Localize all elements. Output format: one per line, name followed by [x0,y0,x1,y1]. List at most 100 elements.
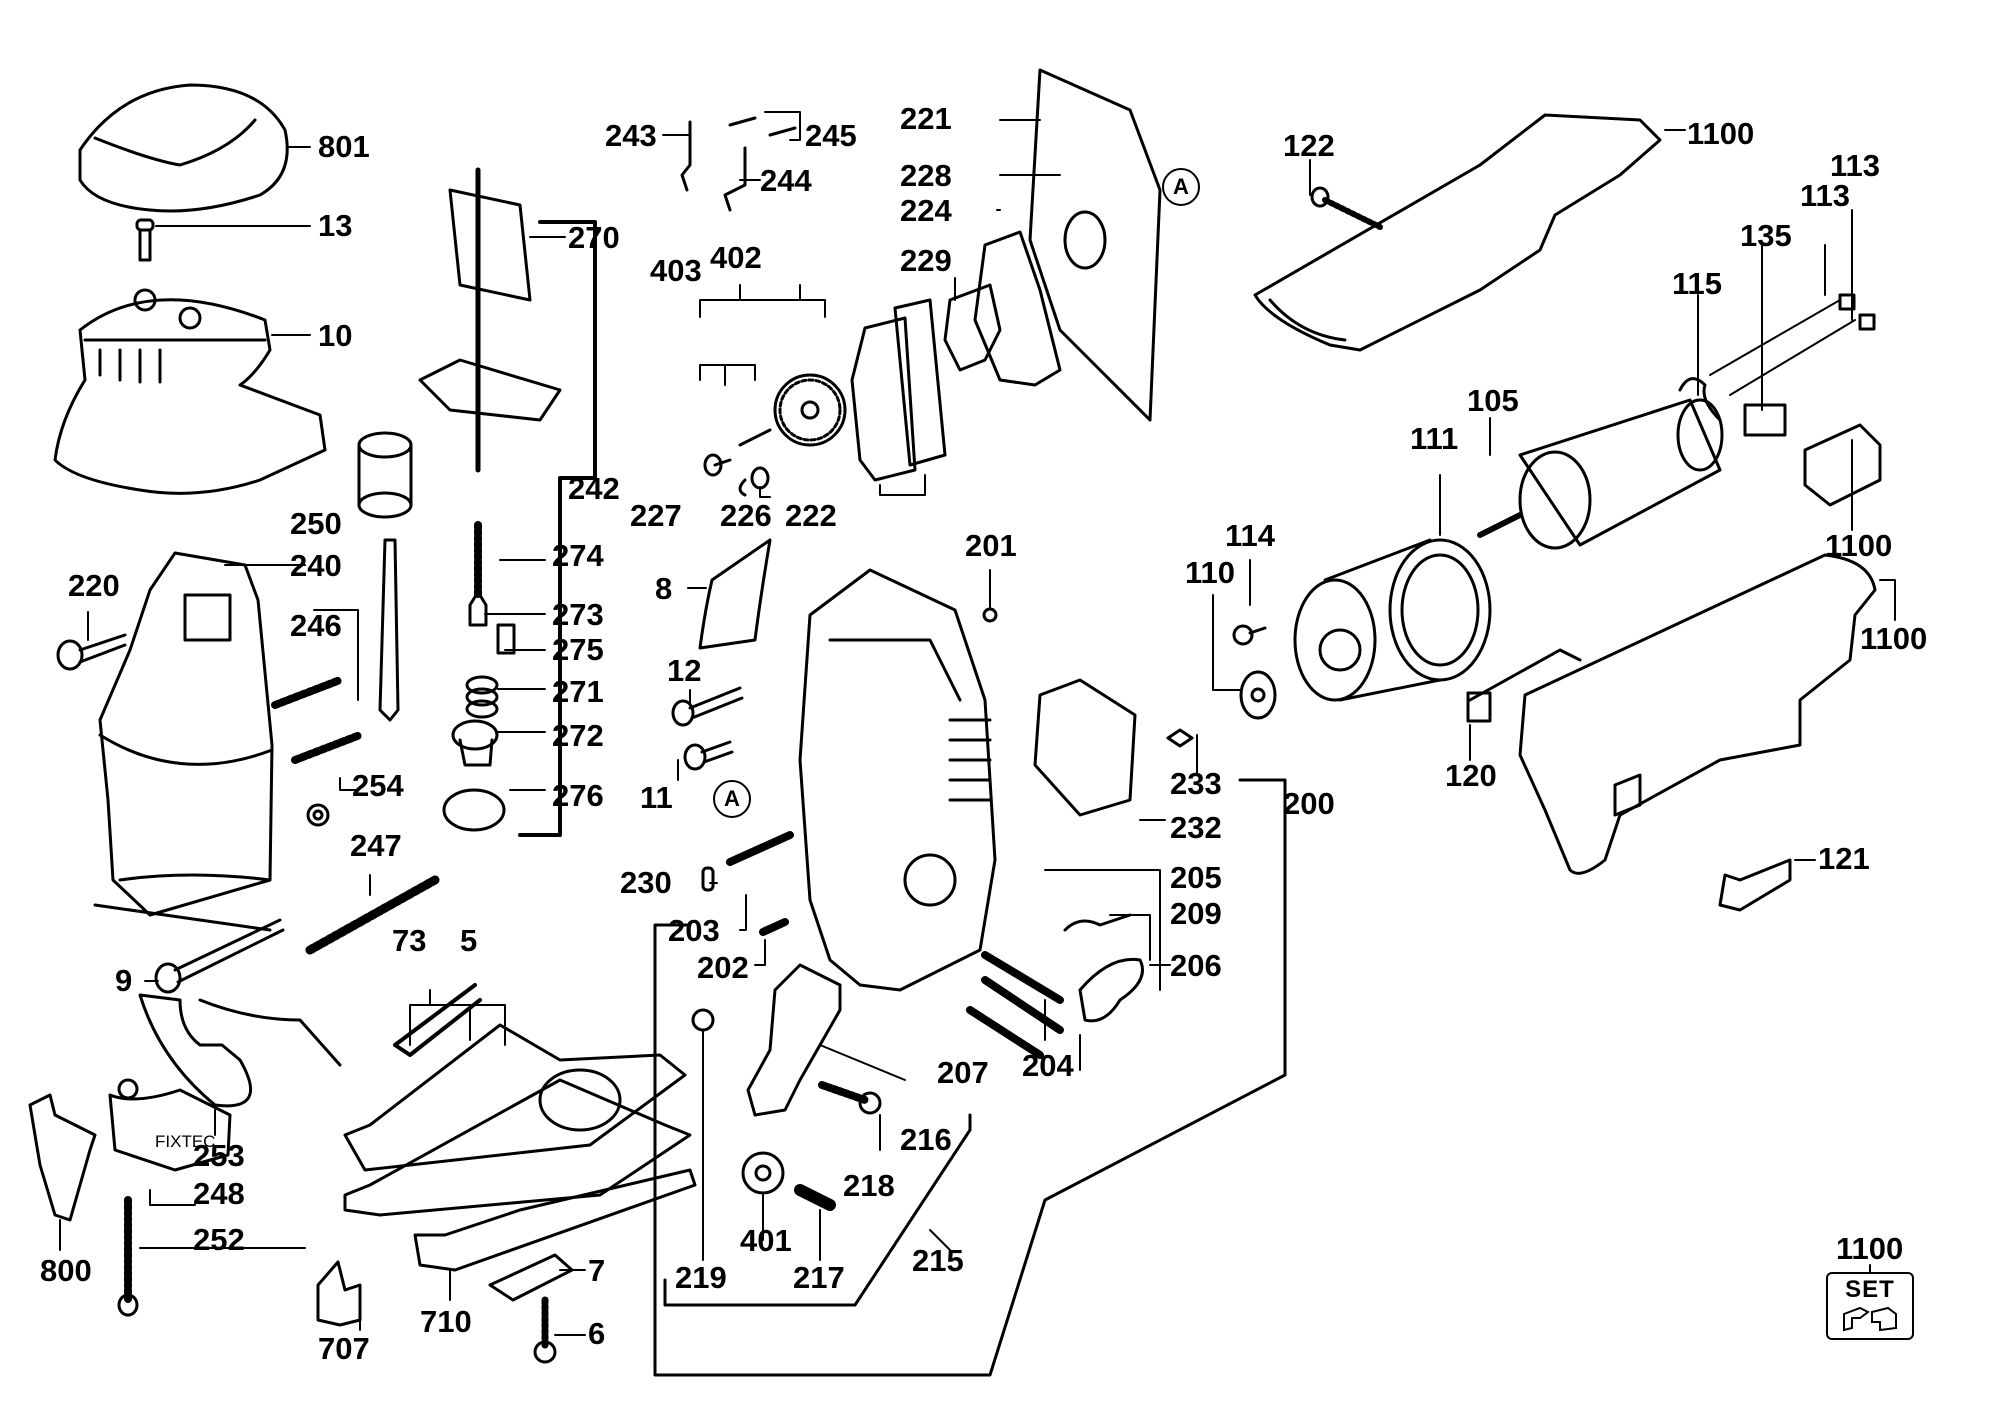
callout-246: 246 [290,608,342,643]
pin-217 [794,1184,836,1211]
slide-120 [1466,648,1582,723]
callout-1100-bottom: 1100 [1860,621,1928,656]
pins-203-202 [726,831,794,936]
callout-270: 270 [568,220,620,255]
callout-122: 122 [1283,128,1335,163]
callout-224: 224 [900,193,952,228]
clamp-7 [488,1253,574,1302]
pin-230 [701,866,715,892]
callout-232: 232 [1170,810,1222,845]
callout-1100-set: 1100 [1836,1231,1904,1266]
callout-230: 230 [620,865,672,900]
motor-105 [1477,398,1724,550]
callout-228: 228 [900,158,952,193]
cap-801 [78,83,289,213]
boxes-icon [1843,1306,1897,1332]
callout-206: 206 [1170,948,1222,983]
callout-209: 209 [1170,896,1222,931]
bracket-200 [653,778,1287,1377]
soleplate-5 [343,1023,692,1217]
bearing-110 [1239,670,1277,720]
callout-203: 203 [668,913,720,948]
callout-200: 200 [1283,786,1335,821]
callout-73: 73 [392,923,427,958]
nut-219 [691,1008,715,1032]
callout-7: 7 [588,1253,606,1288]
callout-11: 11 [640,780,673,815]
callout-402: 402 [710,240,762,275]
reference-marker-a: A [713,780,751,818]
callout-801: 801 [318,129,370,164]
cover-221 [1028,68,1162,422]
spring-247 [305,875,440,955]
part-272 [451,719,499,767]
callout-218: 218 [843,1168,895,1203]
callout-135: 135 [1740,218,1792,253]
housing-top-10 [53,288,327,495]
callout-273: 273 [552,597,604,632]
screw-114 [1232,624,1267,646]
callout-221: 221 [900,101,952,136]
callout-247: 247 [350,828,402,863]
blade [378,538,400,722]
leader-lines [59,111,1896,1336]
callout-113-left: 113 [1800,178,1851,213]
callout-8: 8 [655,571,673,606]
housing-half-1100-top [1253,113,1662,352]
part-800 [28,1093,97,1222]
callout-227: 227 [630,498,682,533]
callout-216: 216 [900,1122,952,1157]
screw-220 [56,633,127,671]
callout-13: 13 [318,208,353,243]
nut-233 [1166,728,1194,748]
callout-219: 219 [675,1260,727,1295]
bracket-242 [518,220,597,837]
bracket-270 [418,167,562,473]
callout-204: 204 [1022,1048,1074,1083]
callout-6: 6 [588,1316,606,1351]
callout-800: 800 [40,1253,92,1288]
callout-226: 226 [720,498,772,533]
screw-252 [117,1196,139,1317]
callout-201: 201 [965,528,1017,563]
part-275 [496,623,516,655]
callout-401: 401 [740,1223,792,1258]
callout-244: 244 [760,163,812,198]
clip-227 [738,478,747,497]
callout-202: 202 [697,950,749,985]
callout-229: 229 [900,243,952,278]
part-135 [1743,403,1787,437]
screw-6 [533,1296,557,1364]
callout-121: 121 [1818,841,1870,876]
guard-253 [138,993,342,1108]
callout-276: 276 [552,778,604,813]
oring-276 [442,788,506,832]
bracket-215 [663,1113,972,1307]
callout-710: 710 [420,1304,472,1339]
callout-243: 243 [605,118,657,153]
part-707 [316,1260,362,1327]
callout-252: 252 [193,1222,245,1257]
callout-250: 250 [290,506,342,541]
callout-274: 274 [552,538,604,573]
callout-240: 240 [290,548,342,583]
callout-114: 114 [1225,518,1276,553]
pin-201 [982,607,998,623]
plate-121 [1718,858,1792,912]
callout-110: 110 [1185,555,1236,590]
housing-half-1100-bottom [1518,553,1877,875]
spring-246 [271,676,364,764]
callout-105: 105 [1467,383,1519,418]
reference-marker-a-top: A [1162,168,1200,206]
plate-222 [850,298,947,482]
clip-209 [1063,913,1132,932]
callout-215: 215 [912,1243,964,1278]
brush-holder-1100 [1803,423,1882,507]
gasket-229 [943,283,1002,372]
callout-12: 12 [667,653,702,688]
callout-245: 245 [805,118,857,153]
callout-403: 403 [650,253,702,288]
washer-226 [750,466,770,490]
hex-key-73 [393,983,482,1057]
